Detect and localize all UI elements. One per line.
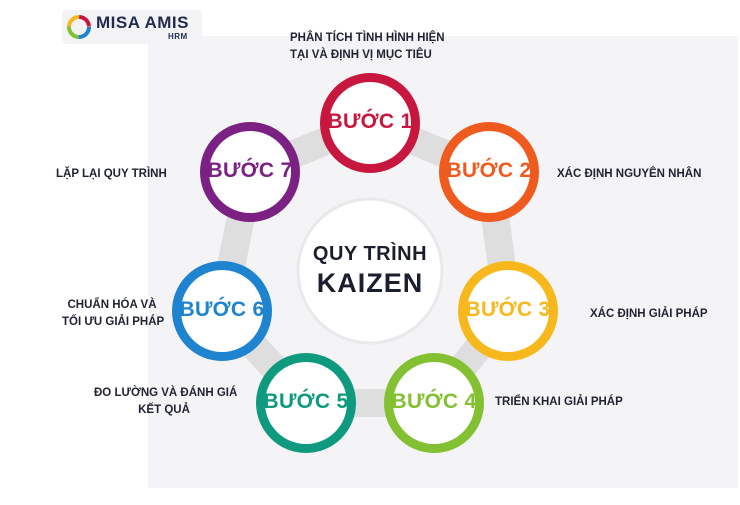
- step-6-description-line: TỐI ƯU GIẢI PHÁP: [62, 316, 165, 328]
- step-3-description: XÁC ĐỊNH GIẢI PHÁP: [590, 306, 708, 323]
- step-5-inner: [265, 362, 347, 444]
- center-title-line2: KAIZEN: [316, 268, 424, 298]
- step-3-label: BƯỚC 3: [465, 298, 551, 321]
- step-7-label: BƯỚC 7: [207, 159, 293, 182]
- step-3-inner: [467, 270, 549, 352]
- step-7-inner: [209, 131, 291, 213]
- step-6-node: [172, 261, 272, 361]
- step-1-node: [320, 73, 420, 173]
- step-4-description: TRIỂN KHAI GIẢI PHÁP: [495, 394, 623, 411]
- step-4-label: BƯỚC 4: [391, 390, 477, 413]
- step-7-description: LẶP LẠI QUY TRÌNH: [56, 166, 167, 183]
- step-6-inner: [181, 270, 263, 352]
- step-5-node: [256, 353, 356, 453]
- center-title-line1: QUY TRÌNH: [312, 243, 428, 265]
- step-5-label: BƯỚC 5: [263, 390, 349, 413]
- step-1-description-line: TẠI VÀ ĐỊNH VỊ MỤC TIÊU: [290, 49, 432, 61]
- step-7-description-line: LẶP LẠI QUY TRÌNH: [56, 168, 167, 180]
- step-1-description-line: PHÂN TÍCH TÌNH HÌNH HIỆN: [290, 32, 445, 44]
- center-circle: [296, 197, 444, 345]
- step-5-description-line: ĐO LƯỜNG VÀ ĐÁNH GIÁ: [94, 387, 238, 399]
- step-2-label: BƯỚC 2: [446, 159, 532, 182]
- step-6-label: BƯỚC 6: [179, 298, 265, 321]
- step-5-description-line: KẾT QUẢ: [138, 404, 190, 416]
- step-2-node: [439, 122, 539, 222]
- step-2-description-line: XÁC ĐỊNH NGUYÊN NHÂN: [557, 168, 702, 180]
- step-1-label: BƯỚC 1: [327, 110, 413, 133]
- misa-amis-logo: MISA AMIS HRM: [62, 10, 202, 44]
- logo-name: MISA AMIS: [96, 13, 189, 32]
- step-2-inner: [448, 131, 530, 213]
- step-4-inner: [393, 362, 475, 444]
- step-1-inner: [329, 82, 411, 164]
- step-6-description-line: CHUẨN HÓA VÀ: [67, 299, 157, 311]
- step-3-description-line: XÁC ĐỊNH GIẢI PHÁP: [590, 308, 708, 320]
- step-3-node: [458, 261, 558, 361]
- misa-logo-icon: [67, 15, 91, 39]
- step-4-node: [384, 353, 484, 453]
- step-4-description-line: TRIỂN KHAI GIẢI PHÁP: [495, 396, 623, 408]
- step-7-node: [200, 122, 300, 222]
- step-5-description: ĐO LƯỜNG VÀ ĐÁNH GIÁ KẾT QUẢ: [94, 385, 238, 419]
- step-6-description: CHUẨN HÓA VÀ TỐI ƯU GIẢI PHÁP: [62, 297, 165, 331]
- step-2-description: XÁC ĐỊNH NGUYÊN NHÂN: [557, 166, 701, 183]
- logo-sub: HRM: [168, 32, 188, 41]
- center-title: QUY TRÌNH KAIZEN: [300, 243, 440, 299]
- step-1-description: PHÂN TÍCH TÌNH HÌNH HIỆN TẠI VÀ ĐỊNH VỊ M…: [290, 30, 445, 64]
